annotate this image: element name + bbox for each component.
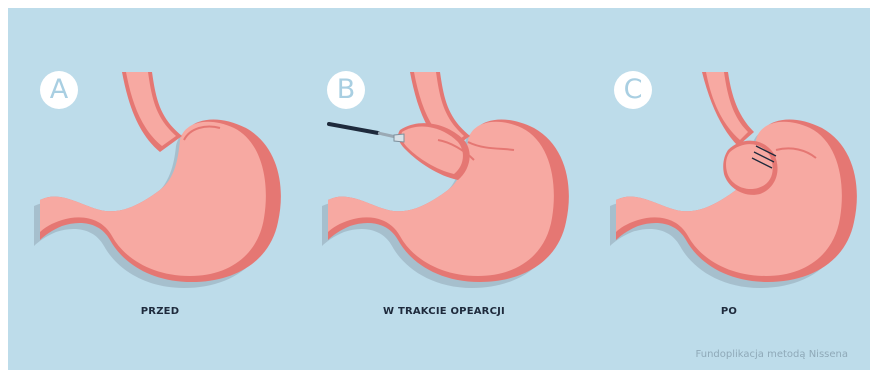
stage-badge-a: A <box>40 71 78 109</box>
stage-badge-c: C <box>614 71 652 109</box>
caption-after: PO <box>629 306 829 317</box>
stomach-after <box>610 72 857 288</box>
stomach-during <box>322 72 569 288</box>
caption-before: PRZED <box>60 306 260 317</box>
caption-during: W TRAKCIE OPEARCJI <box>344 306 544 317</box>
laparoscopic-instrument-icon <box>329 124 404 142</box>
figure-footer: Fundoplikacja metodą Nissena <box>696 349 848 360</box>
stage-badge-b: B <box>327 71 365 109</box>
